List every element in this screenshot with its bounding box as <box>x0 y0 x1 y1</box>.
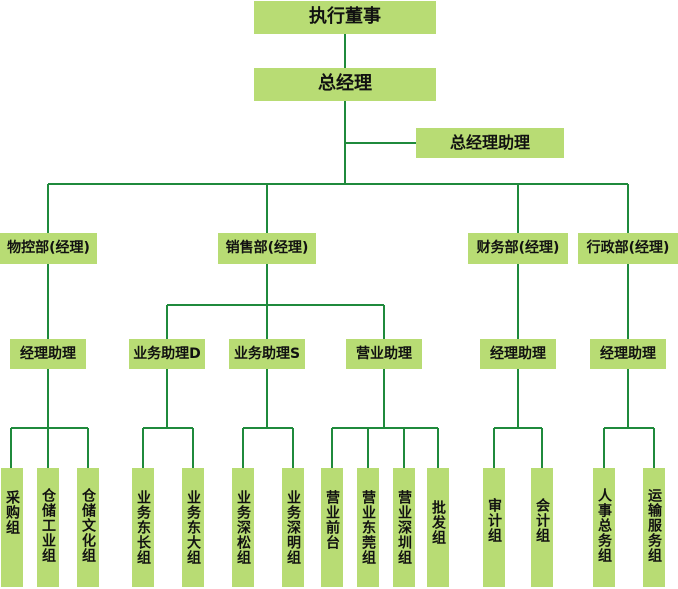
node-team-purchase: 采购组 <box>1 468 23 587</box>
node-asst-sales-d: 业务助理D <box>129 339 205 369</box>
node-dept-sales: 销售部(经理) <box>218 233 316 264</box>
node-gm-assistant: 总经理助理 <box>416 128 564 158</box>
node-team-dongda: 业务东大组 <box>182 468 204 587</box>
node-dept-materials: 物控部(经理) <box>0 233 97 264</box>
node-general-manager: 总经理 <box>254 68 436 101</box>
node-team-front: 营业前台 <box>321 468 343 587</box>
node-team-storage-culture: 仓储文化组 <box>77 468 99 587</box>
node-team-storage-industrial: 仓储工业组 <box>37 468 59 587</box>
node-asst-finance: 经理助理 <box>480 339 556 369</box>
node-team-audit: 审计组 <box>483 468 505 587</box>
node-dept-admin: 行政部(经理) <box>578 233 678 264</box>
node-team-shenzhen: 营业深圳组 <box>393 468 415 587</box>
node-dept-finance: 财务部(经理) <box>468 233 568 264</box>
node-asst-business: 营业助理 <box>346 339 422 369</box>
node-ceo: 执行董事 <box>254 1 436 34</box>
node-team-wholesale: 批发组 <box>427 468 449 587</box>
node-asst-admin: 经理助理 <box>590 339 666 369</box>
node-asst-sales-s: 业务助理S <box>229 339 305 369</box>
node-team-transport: 运输服务组 <box>643 468 665 587</box>
node-asst-materials: 经理助理 <box>10 339 86 369</box>
node-team-shenming: 业务深明组 <box>282 468 304 587</box>
node-team-accounting: 会计组 <box>531 468 553 587</box>
node-team-dongguan: 营业东莞组 <box>357 468 379 587</box>
node-team-dongchang: 业务东长组 <box>132 468 154 587</box>
node-team-hr: 人事总务组 <box>593 468 615 587</box>
node-team-shensong: 业务深松组 <box>232 468 254 587</box>
